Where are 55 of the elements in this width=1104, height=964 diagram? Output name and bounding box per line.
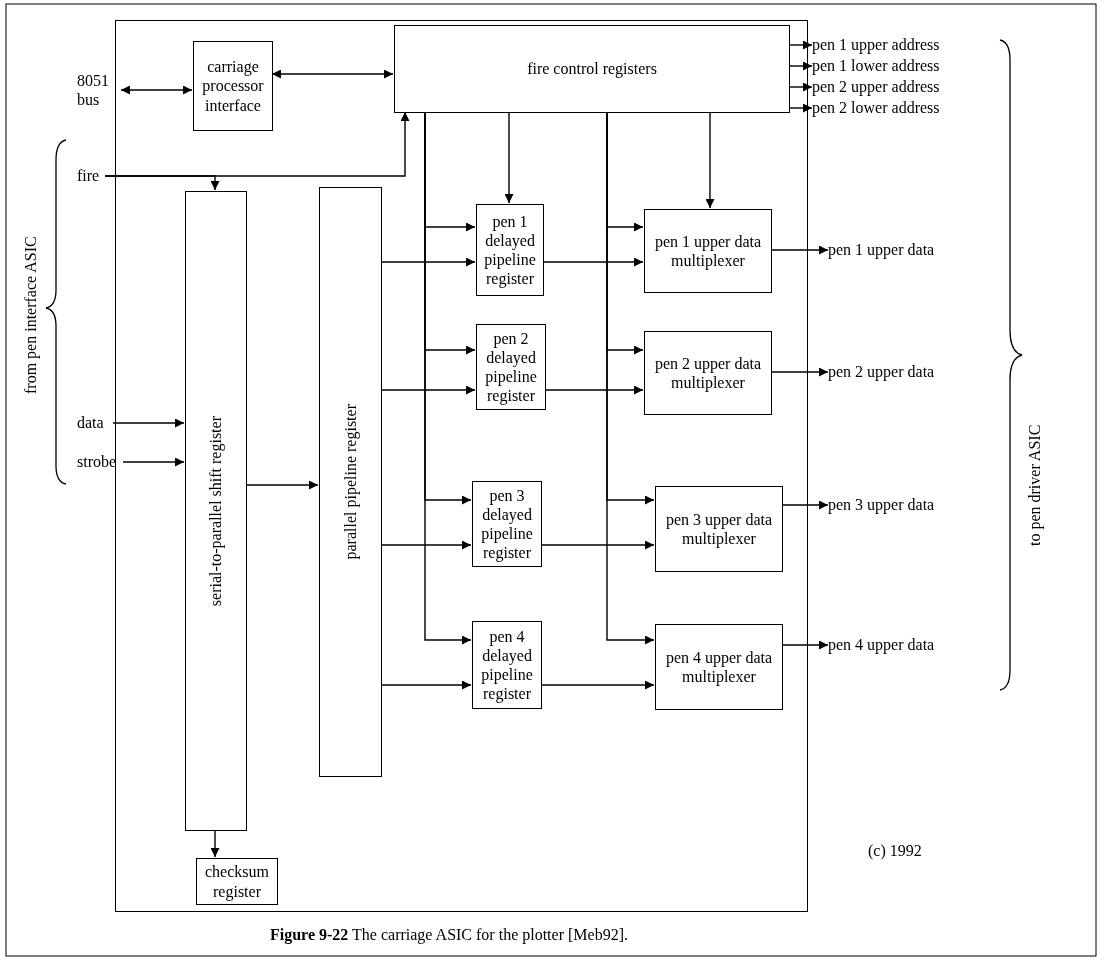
- register-block: checksum register: [196, 858, 278, 905]
- arrow: [788, 103, 813, 113]
- register-block: serial-to-parallel shift register: [185, 191, 247, 831]
- arrow: [788, 82, 813, 92]
- arrow: [380, 257, 476, 267]
- register-block: fire control registers: [394, 25, 790, 113]
- arrow: [781, 500, 829, 510]
- arrow: [544, 385, 644, 395]
- signal-label: pen 1 lower address: [812, 56, 987, 76]
- arrow: [781, 640, 829, 650]
- register-block: parallel pipeline register: [319, 187, 382, 777]
- arrow: [705, 111, 715, 209]
- arrow: [540, 680, 655, 690]
- signal-label: pen 4 upper data: [828, 635, 988, 655]
- arrow: [245, 480, 319, 490]
- register-block: pen 1 delayed pipeline register: [476, 204, 544, 296]
- signal-label: pen 2 lower address: [812, 98, 987, 118]
- signal-label: pen 1 upper data: [828, 240, 988, 260]
- arrow: [540, 540, 655, 550]
- arrow: [504, 111, 514, 204]
- signal-label: pen 1 upper address: [812, 35, 987, 55]
- signal-label: pen 2 upper data: [828, 362, 988, 382]
- multiplexer-block: pen 4 upper data multiplexer: [655, 624, 783, 710]
- signal-label: 8051 bus: [77, 70, 121, 110]
- signal-label: strobe: [77, 452, 123, 472]
- copyright-note: (c) 1992: [868, 842, 922, 860]
- signal-label: fire: [77, 166, 105, 186]
- register-block: pen 3 delayed pipeline register: [472, 481, 542, 567]
- arrow: [120, 85, 193, 95]
- arrow: [788, 61, 813, 71]
- arrow: [271, 69, 394, 79]
- multiplexer-block: pen 2 upper data multiplexer: [644, 331, 772, 415]
- interface-block: carriage processor interface: [193, 41, 273, 131]
- register-block: pen 4 delayed pipeline register: [472, 621, 542, 709]
- arrow: [104, 175, 220, 191]
- arrow: [380, 540, 472, 550]
- multiplexer-block: pen 1 upper data multiplexer: [644, 209, 772, 293]
- side-label: to pen driver ASIC: [1026, 423, 1044, 548]
- arrow: [770, 245, 829, 255]
- multiplexer-block: pen 3 upper data multiplexer: [655, 486, 783, 572]
- arrow: [770, 367, 829, 377]
- signal-label: pen 3 upper data: [828, 495, 988, 515]
- arrow: [788, 40, 813, 50]
- arrow: [380, 385, 476, 395]
- signal-label: data: [77, 413, 113, 433]
- arrow: [210, 829, 220, 858]
- register-block: pen 2 delayed pipeline register: [476, 324, 546, 410]
- arrow: [122, 457, 185, 467]
- side-label: from pen interface ASIC: [22, 235, 40, 396]
- asic-outline: [115, 20, 808, 912]
- signal-label: pen 2 upper address: [812, 77, 987, 97]
- arrow: [380, 680, 472, 690]
- arrow: [112, 418, 185, 428]
- figure-caption: Figure 9-22 The carriage ASIC for the plotter [Meb92].: [270, 926, 628, 944]
- arrow: [542, 257, 644, 267]
